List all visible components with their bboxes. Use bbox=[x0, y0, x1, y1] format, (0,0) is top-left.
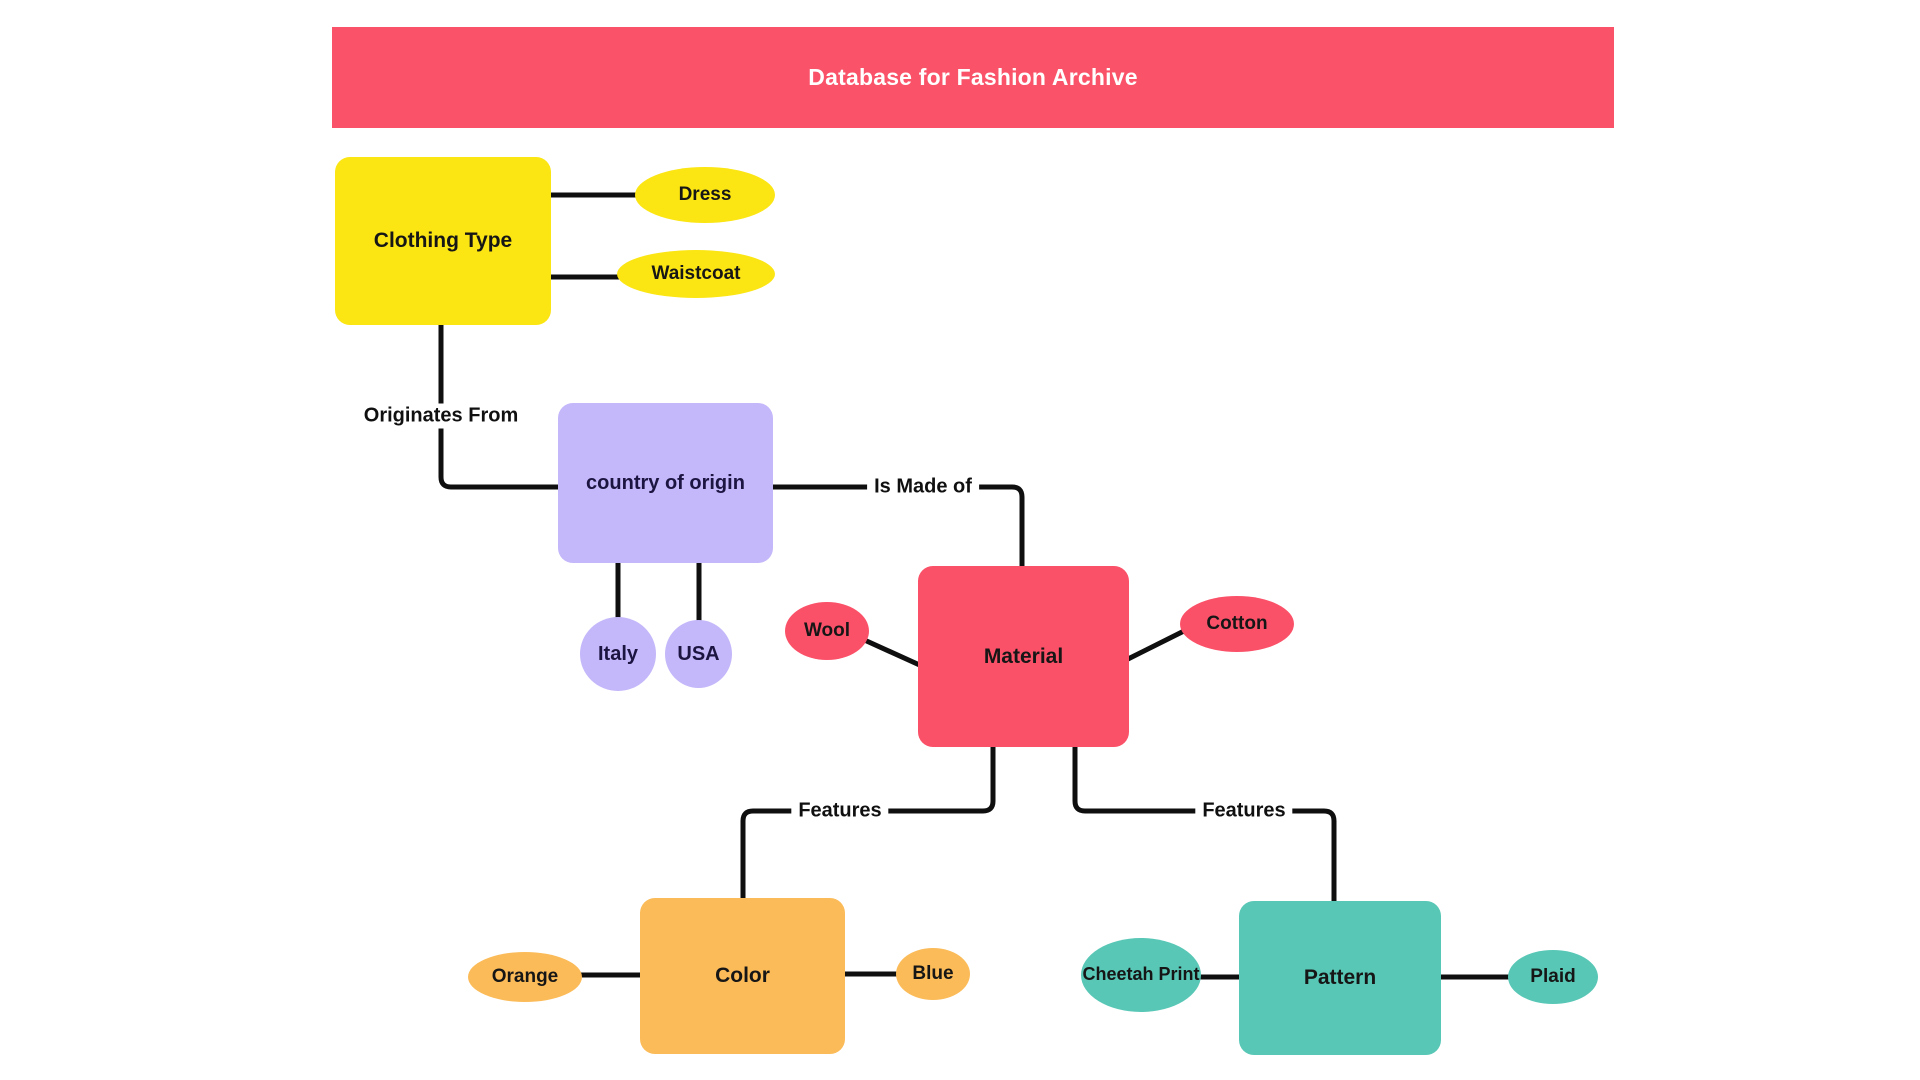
edge-material-cotton bbox=[1121, 627, 1189, 664]
entity-pattern-label: Pattern bbox=[1303, 966, 1377, 990]
entity-pattern[interactable]: Pattern bbox=[1239, 901, 1441, 1055]
entity-color-label: Color bbox=[715, 964, 770, 988]
attribute-blue-label: Blue bbox=[912, 962, 954, 984]
edge-label-features-pattern: Features bbox=[1195, 798, 1293, 824]
entity-country-of-origin[interactable]: country of origin bbox=[558, 403, 773, 563]
attribute-usa[interactable]: USA bbox=[665, 620, 732, 688]
attribute-cheetah-print-label: Cheetah Print bbox=[1082, 964, 1200, 985]
entity-country-of-origin-label: country of origin bbox=[586, 472, 745, 494]
edge-clothing-type-country-of-origin bbox=[438, 321, 565, 490]
entity-color[interactable]: Color bbox=[640, 898, 845, 1054]
entity-material-label: Material bbox=[983, 644, 1064, 668]
edge-label-originates-from: Originates From bbox=[356, 403, 526, 429]
attribute-plaid[interactable]: Plaid bbox=[1508, 950, 1598, 1004]
attribute-cotton[interactable]: Cotton bbox=[1180, 596, 1294, 652]
attribute-dress[interactable]: Dress bbox=[635, 167, 775, 223]
attribute-cotton-label: Cotton bbox=[1206, 612, 1268, 634]
edge-material-pattern bbox=[1072, 742, 1337, 908]
edge-label-is-made-of: Is Made of bbox=[867, 474, 979, 500]
entity-material[interactable]: Material bbox=[918, 566, 1129, 747]
attribute-wool[interactable]: Wool bbox=[785, 602, 869, 660]
attribute-wool-label: Wool bbox=[803, 619, 851, 641]
edge-material-wool bbox=[857, 635, 927, 670]
entity-clothing-type[interactable]: Clothing Type bbox=[335, 157, 551, 325]
attribute-waistcoat[interactable]: Waistcoat bbox=[617, 250, 775, 298]
edge-material-color bbox=[740, 742, 996, 905]
attribute-italy-label: Italy bbox=[597, 643, 639, 665]
attribute-usa-label: USA bbox=[677, 643, 720, 665]
attribute-waistcoat-label: Waistcoat bbox=[651, 262, 741, 284]
attribute-dress-label: Dress bbox=[678, 183, 732, 205]
edge-country-of-origin-material bbox=[768, 484, 1025, 571]
attribute-blue[interactable]: Blue bbox=[896, 948, 970, 1000]
attribute-orange[interactable]: Orange bbox=[468, 952, 582, 1002]
title-banner[interactable]: Database for Fashion Archive bbox=[332, 27, 1614, 128]
attribute-italy[interactable]: Italy bbox=[580, 617, 656, 691]
attribute-cheetah-print[interactable]: Cheetah Print bbox=[1081, 938, 1201, 1012]
entity-clothing-type-label: Clothing Type bbox=[373, 229, 513, 253]
edge-label-features-color: Features bbox=[791, 798, 889, 824]
diagram-title: Database for Fashion Archive bbox=[808, 64, 1138, 90]
attribute-plaid-label: Plaid bbox=[1530, 965, 1576, 987]
attribute-orange-label: Orange bbox=[491, 965, 559, 987]
